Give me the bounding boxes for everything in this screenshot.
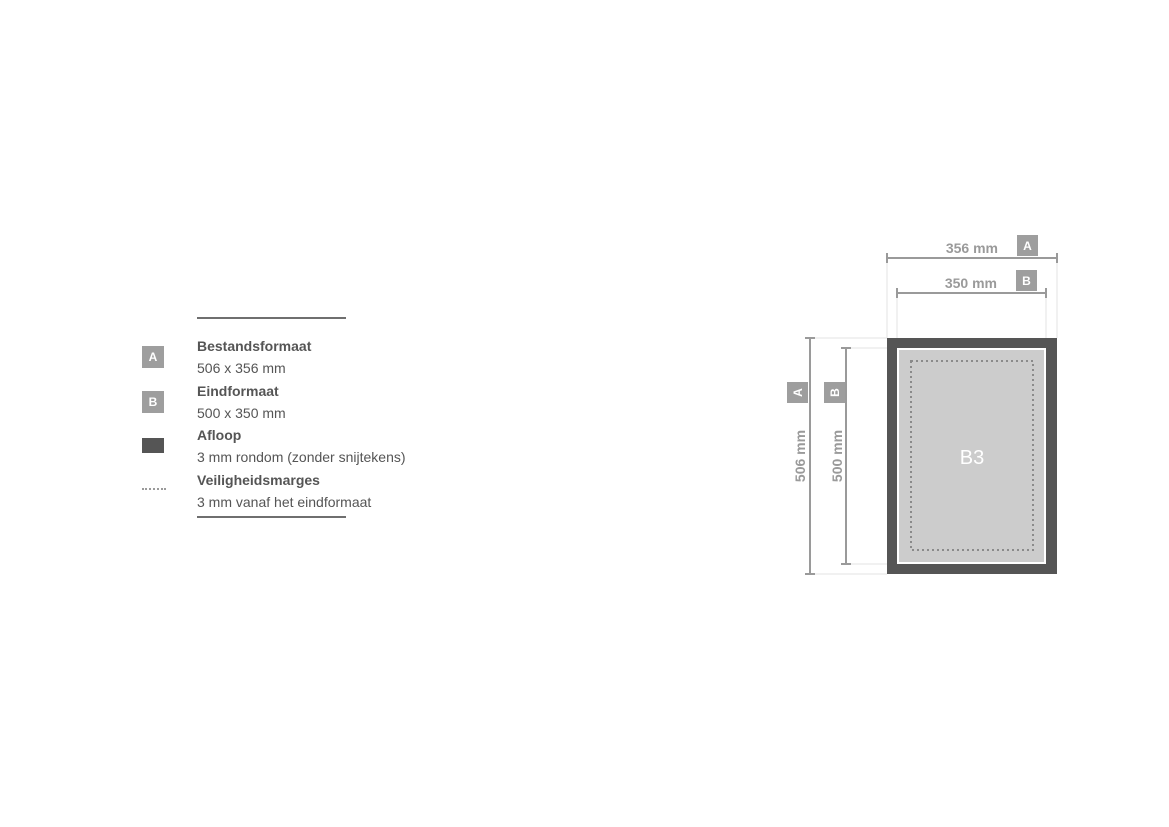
format-label: B3 — [960, 447, 984, 469]
legend-key-a-badge: A — [142, 346, 164, 368]
legend-item-file-format: A Bestandsformaat 506 x 356 mm — [140, 338, 460, 384]
legend-title-final-format: Eindformaat — [197, 383, 279, 399]
bleed-swatch-icon — [142, 438, 164, 453]
legend-value-file-format: 506 x 356 mm — [197, 360, 286, 376]
height-a-label: 506 mm — [792, 430, 808, 482]
legend-title-file-format: Bestandsformaat — [197, 338, 312, 354]
legend-value-final-format: 500 x 350 mm — [197, 405, 286, 421]
legend-bottom-divider — [197, 516, 346, 518]
width-a-label: 356 mm — [946, 240, 998, 256]
legend-value-bleed: 3 mm rondom (zonder snijtekens) — [197, 449, 406, 465]
legend-value-safety-margin: 3 mm vanaf het eindformaat — [197, 494, 372, 510]
legend-item-final-format: B Eindformaat 500 x 350 mm — [140, 383, 460, 429]
height-b-badge — [824, 382, 845, 403]
height-a-badge — [787, 382, 808, 403]
dotted-line-icon — [142, 488, 166, 490]
extension-lines — [810, 258, 1058, 575]
legend-title-safety-margin: Veiligheidsmarges — [197, 472, 320, 488]
width-b-dimension: 350 mm B — [896, 270, 1047, 298]
width-b-label: 350 mm — [945, 275, 997, 291]
height-b-label: 500 mm — [829, 430, 845, 482]
legend-top-divider — [197, 317, 346, 319]
height-b-badge-text: B — [828, 388, 842, 397]
height-b-dimension: B 500 mm — [824, 347, 851, 565]
height-a-dimension: A 506 mm — [787, 337, 815, 575]
width-a-dimension: 356 mm A — [886, 235, 1058, 263]
width-a-badge-text: A — [1023, 239, 1032, 253]
legend-item-bleed: Afloop 3 mm rondom (zonder snijtekens) — [140, 427, 460, 473]
width-b-badge-text: B — [1022, 274, 1031, 288]
legend-title-bleed: Afloop — [197, 427, 242, 443]
legend-key-b-badge: B — [142, 391, 164, 413]
width-a-badge — [1017, 235, 1038, 256]
safety-margin-outline — [910, 360, 1034, 551]
height-a-badge-text: A — [791, 388, 805, 397]
trim-area — [899, 350, 1044, 562]
width-b-badge — [1016, 270, 1037, 291]
legend-item-safety-margin: Veiligheidsmarges 3 mm vanaf het eindfor… — [140, 472, 460, 518]
